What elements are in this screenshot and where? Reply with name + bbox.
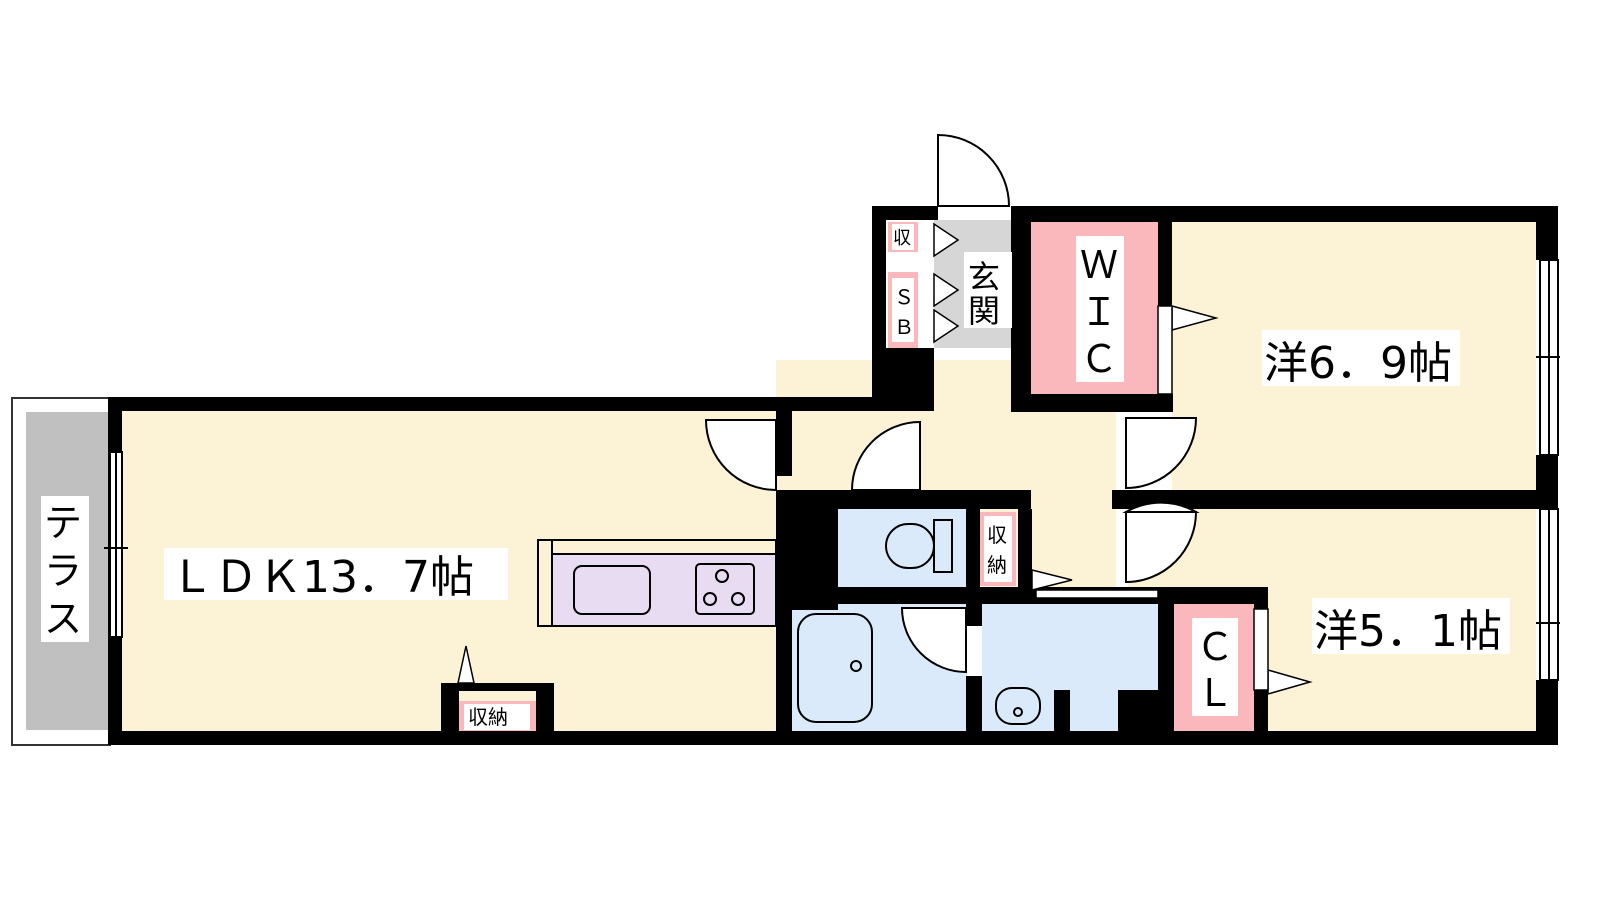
floor-areas	[11, 220, 1536, 746]
wash-basin	[995, 687, 1041, 725]
terrace-label-3: ス	[44, 597, 82, 641]
stove	[695, 563, 755, 615]
western-b-door	[1122, 501, 1200, 584]
bath-door	[900, 607, 967, 674]
windows	[104, 259, 1560, 681]
wic-label-3: Ｃ	[1080, 337, 1118, 381]
wic-label-1: Ｗ	[1080, 243, 1118, 287]
western-a-label: 洋6．9帖	[1264, 338, 1452, 389]
terrace-label-2: ラ	[44, 549, 82, 593]
entrance-door	[937, 133, 1011, 207]
western-b-label: 洋5．1帖	[1314, 606, 1502, 657]
doors	[704, 133, 1200, 674]
cl-label-2: Ｌ	[1196, 671, 1234, 715]
sb-label-1: Ｓ	[894, 285, 914, 309]
terrace-label-1: テ	[44, 501, 82, 545]
sb-label-2: Ｂ	[894, 315, 914, 339]
entrance-label-1: 玄	[968, 258, 1000, 296]
toilet-storage-label-1: 収	[987, 523, 1007, 547]
storage-small-label: 収	[893, 228, 911, 249]
labels: ＬＤＫ13．7帖 洋6．9帖 洋5．1帖 Ｗ Ｉ Ｃ Ｃ Ｌ 玄 関 テ ラ ス…	[41, 224, 1510, 730]
toilet-tank	[933, 519, 953, 573]
cl-label-1: Ｃ	[1196, 625, 1234, 669]
kitchen-sink	[573, 565, 651, 615]
toilet-bowl	[885, 523, 935, 569]
wic-label-2: Ｉ	[1080, 290, 1118, 334]
toilet-storage-label-2: 納	[987, 553, 1007, 577]
ldk-storage-label: 収納	[468, 705, 508, 729]
entrance-label-2: 関	[968, 292, 1000, 330]
hall-floor-2	[1026, 410, 1116, 590]
fixtures	[457, 222, 1313, 725]
western-a-door	[1125, 417, 1198, 490]
ldk-door	[704, 419, 777, 492]
ldk-label: ＬＤＫ13．7帖	[170, 552, 474, 603]
toilet-door	[850, 420, 921, 491]
bathtub	[797, 613, 873, 723]
